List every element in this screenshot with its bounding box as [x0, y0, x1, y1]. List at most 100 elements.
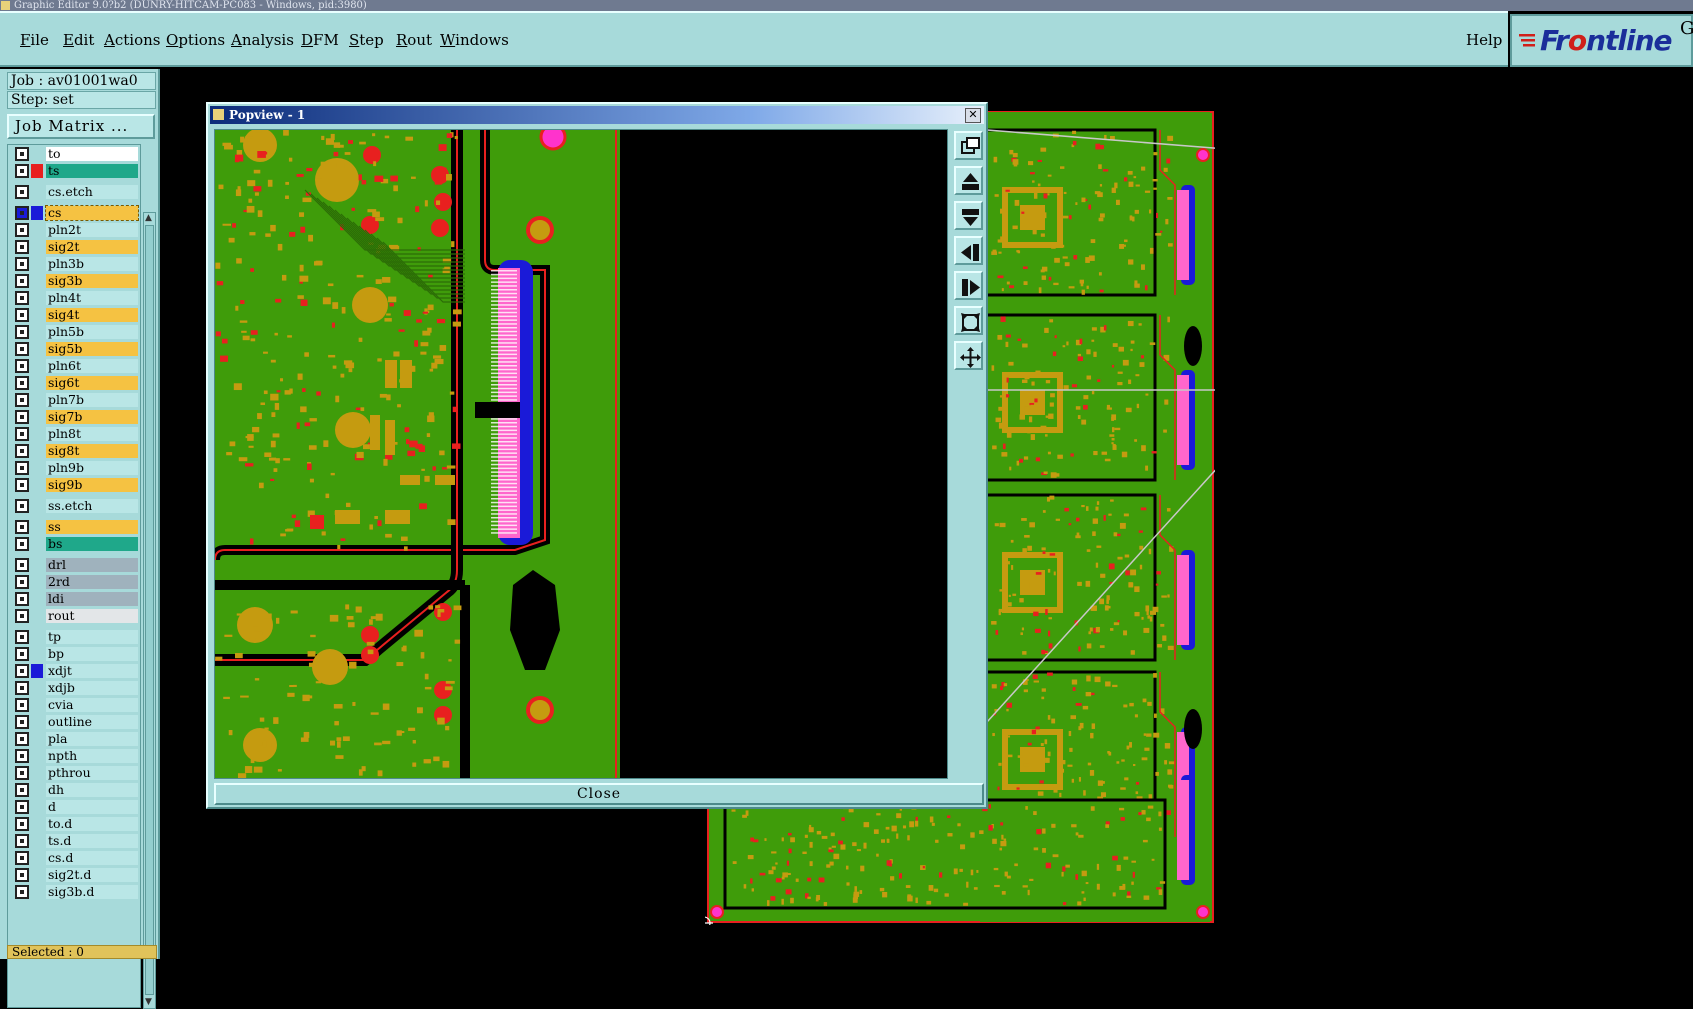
layer-visibility-checkbox[interactable]: [15, 885, 29, 899]
layer-name[interactable]: outline: [46, 715, 138, 729]
layer-name[interactable]: sig9b: [46, 478, 138, 492]
layer-visibility-checkbox[interactable]: [15, 681, 29, 695]
layer-visibility-checkbox[interactable]: [15, 308, 29, 322]
menu-file[interactable]: File: [20, 31, 49, 49]
layer-row-cs-etch[interactable]: cs.etch: [12, 185, 138, 199]
layer-name[interactable]: tp: [46, 630, 138, 644]
layer-row-sig5b[interactable]: sig5b: [12, 342, 138, 356]
close-icon[interactable]: ✕: [965, 108, 981, 123]
layer-row-ss-etch[interactable]: ss.etch: [12, 499, 138, 513]
pan-left-button[interactable]: [954, 236, 983, 265]
layer-row-pthrou[interactable]: pthrou: [12, 766, 138, 780]
scroll-up-icon[interactable]: ▲: [145, 213, 152, 223]
layer-row-to-d[interactable]: to.d: [12, 817, 138, 831]
pan-up-button[interactable]: [954, 166, 983, 195]
layer-visibility-checkbox[interactable]: [15, 749, 29, 763]
layer-visibility-checkbox[interactable]: [15, 537, 29, 551]
layer-scrollbar[interactable]: ▲ ▼: [143, 212, 156, 1009]
layer-row-sig3b-d[interactable]: sig3b.d: [12, 885, 138, 899]
layer-visibility-checkbox[interactable]: [15, 868, 29, 882]
layer-name[interactable]: ss: [46, 520, 138, 534]
layer-name[interactable]: pln2t: [46, 223, 138, 237]
menu-step[interactable]: Step: [349, 31, 384, 49]
layer-visibility-checkbox[interactable]: [15, 444, 29, 458]
layer-name[interactable]: 2rd: [46, 575, 138, 589]
layer-name[interactable]: pln8t: [46, 427, 138, 441]
layer-row-sig9b[interactable]: sig9b: [12, 478, 138, 492]
popview-title-bar[interactable]: Popview - 1 ✕: [210, 106, 984, 124]
layer-row-pln8t[interactable]: pln8t: [12, 427, 138, 441]
layer-name[interactable]: ts.d: [46, 834, 138, 848]
layer-row-ts-d[interactable]: ts.d: [12, 834, 138, 848]
layer-visibility-checkbox[interactable]: [15, 257, 29, 271]
layer-visibility-checkbox[interactable]: [15, 851, 29, 865]
layer-name[interactable]: npth: [46, 749, 138, 763]
layer-row-cvia[interactable]: cvia: [12, 698, 138, 712]
popview-canvas[interactable]: [214, 129, 948, 779]
menu-windows[interactable]: Windows: [440, 31, 509, 49]
layer-name[interactable]: pln3b: [46, 257, 138, 271]
layer-visibility-checkbox[interactable]: [15, 800, 29, 814]
layer-visibility-checkbox[interactable]: [15, 558, 29, 572]
layer-name[interactable]: to.d: [46, 817, 138, 831]
layer-visibility-checkbox[interactable]: [15, 427, 29, 441]
layer-row-2rd[interactable]: 2rd: [12, 575, 138, 589]
layer-name[interactable]: sig4t: [46, 308, 138, 322]
layer-visibility-checkbox[interactable]: [15, 698, 29, 712]
layer-visibility-checkbox[interactable]: [15, 359, 29, 373]
layer-name[interactable]: to: [46, 147, 138, 161]
layer-visibility-checkbox[interactable]: [15, 630, 29, 644]
scroll-down-icon[interactable]: ▼: [145, 997, 152, 1007]
layer-name[interactable]: ldi: [46, 592, 138, 606]
layer-visibility-checkbox[interactable]: [15, 393, 29, 407]
layer-row-sig6t[interactable]: sig6t: [12, 376, 138, 390]
layer-name[interactable]: sig3b.d: [46, 885, 138, 899]
layer-visibility-checkbox[interactable]: [15, 147, 29, 161]
move-button[interactable]: [954, 341, 983, 370]
layer-name[interactable]: sig6t: [46, 376, 138, 390]
layer-visibility-checkbox[interactable]: [15, 223, 29, 237]
layer-name[interactable]: sig2t.d: [46, 868, 138, 882]
layer-row-sig2t-d[interactable]: sig2t.d: [12, 868, 138, 882]
layer-row-to[interactable]: to: [12, 147, 138, 161]
menu-analysis[interactable]: Analysis: [231, 31, 294, 49]
scroll-thumb[interactable]: [145, 225, 154, 995]
layer-name[interactable]: ts: [46, 164, 138, 178]
layer-row-pln7b[interactable]: pln7b: [12, 393, 138, 407]
menu-rout[interactable]: Rout: [396, 31, 433, 49]
layer-row-pln5b[interactable]: pln5b: [12, 325, 138, 339]
layer-visibility-checkbox[interactable]: [15, 664, 29, 678]
layer-visibility-checkbox[interactable]: [15, 342, 29, 356]
layer-visibility-checkbox[interactable]: [15, 376, 29, 390]
layer-visibility-checkbox[interactable]: [15, 817, 29, 831]
layer-visibility-checkbox[interactable]: [15, 609, 29, 623]
layer-name[interactable]: xdjt: [46, 664, 138, 678]
layer-row-rout[interactable]: rout: [12, 609, 138, 623]
layer-visibility-checkbox[interactable]: [15, 592, 29, 606]
layer-visibility-checkbox[interactable]: [15, 766, 29, 780]
layer-row-dh[interactable]: dh: [12, 783, 138, 797]
layer-visibility-checkbox[interactable]: [15, 461, 29, 475]
layer-row-bp[interactable]: bp: [12, 647, 138, 661]
layer-visibility-checkbox[interactable]: [15, 834, 29, 848]
layer-name[interactable]: bp: [46, 647, 138, 661]
layer-row-pln2t[interactable]: pln2t: [12, 223, 138, 237]
layer-row-xdjt[interactable]: xdjt: [12, 664, 138, 678]
layer-name[interactable]: cs: [45, 205, 139, 221]
layer-row-ss[interactable]: ss: [12, 520, 138, 534]
layer-row-bs[interactable]: bs: [12, 537, 138, 551]
layer-row-drl[interactable]: drl: [12, 558, 138, 572]
layer-name[interactable]: pln4t: [46, 291, 138, 305]
layer-visibility-checkbox[interactable]: [15, 732, 29, 746]
layer-row-sig4t[interactable]: sig4t: [12, 308, 138, 322]
layer-name[interactable]: pln9b: [46, 461, 138, 475]
layer-name[interactable]: sig5b: [46, 342, 138, 356]
layer-name[interactable]: sig3b: [46, 274, 138, 288]
layer-row-ts[interactable]: ts: [12, 164, 138, 178]
menu-options[interactable]: Options: [166, 31, 226, 49]
layer-visibility-checkbox[interactable]: [15, 274, 29, 288]
layer-row-sig8t[interactable]: sig8t: [12, 444, 138, 458]
layer-row-pln6t[interactable]: pln6t: [12, 359, 138, 373]
layer-row-ldi[interactable]: ldi: [12, 592, 138, 606]
layer-name[interactable]: pla: [46, 732, 138, 746]
